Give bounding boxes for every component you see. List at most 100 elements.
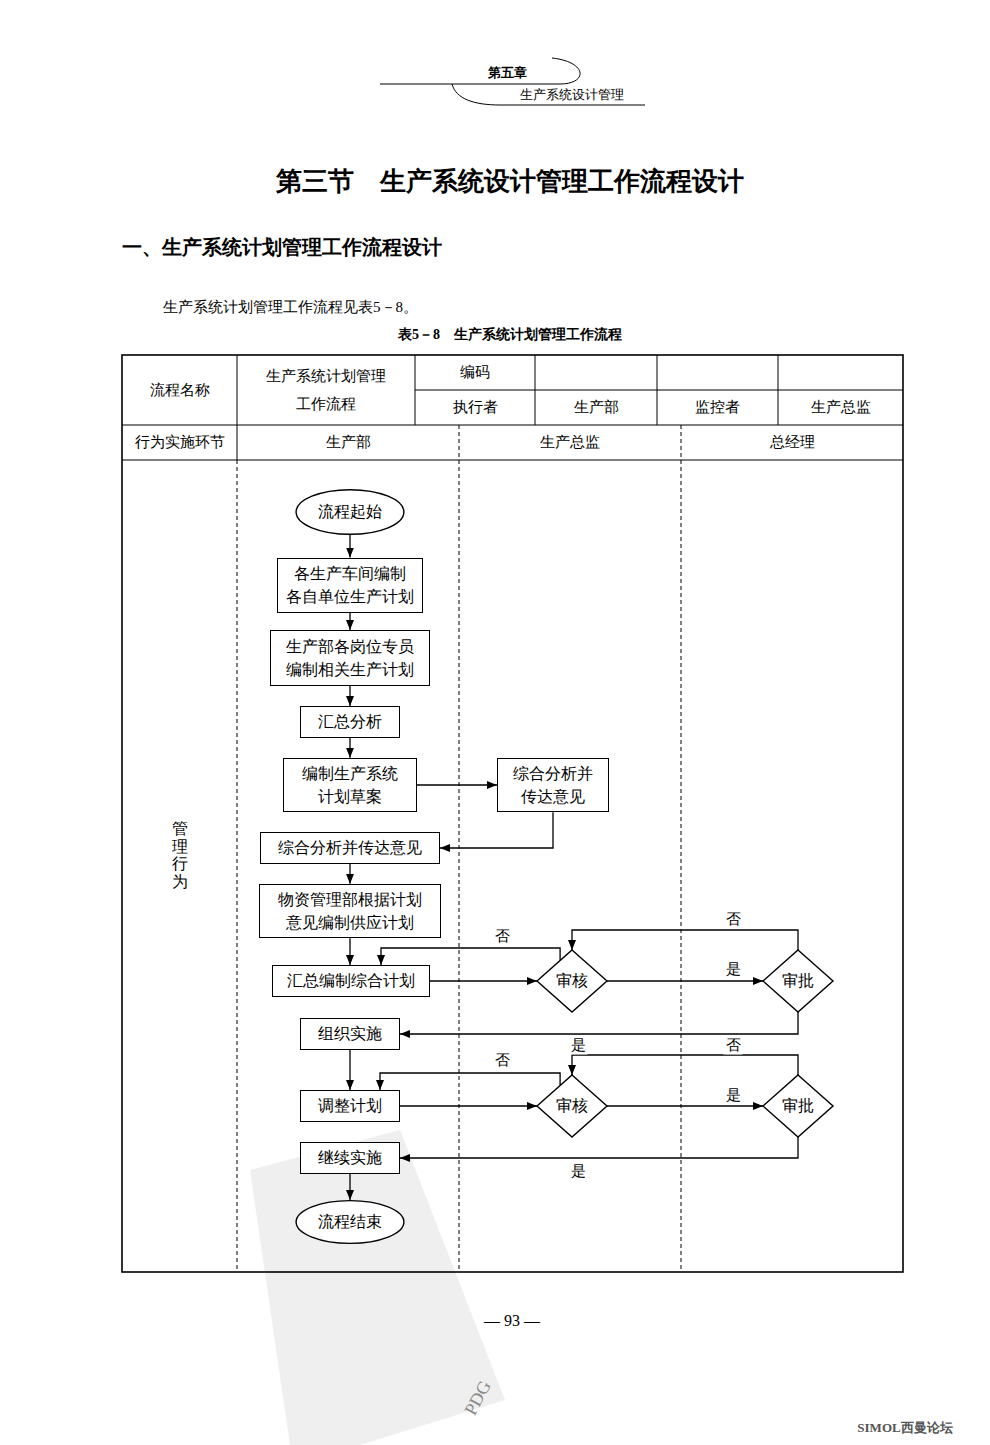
table-rule [237,355,238,460]
flow-arrow [440,812,553,848]
flow-arrow [349,938,350,965]
table-lines [122,355,903,1272]
header-curve [380,58,580,84]
node-text: 流程起始 [318,500,382,523]
decision-diamond: 审批 [763,1075,833,1137]
flow-arrow [349,1050,350,1090]
node-text: 汇总分析 [306,710,394,733]
lane-header: 总经理 [681,425,903,460]
watermark: PDG [460,1377,495,1419]
table-cell: 编码 [415,355,535,390]
lane-header: 生产总监 [459,425,681,460]
process-box: 继续实施 [300,1142,400,1174]
flow-arrow [607,1105,763,1106]
flow-arrow [349,738,350,758]
node-text: 各生产车间编制 各自单位生产计划 [283,562,417,608]
decision-diamond: 审核 [537,1075,607,1137]
chapter-name: 生产系统设计管理 [520,86,624,104]
node-text: 生产部各岗位专员 编制相关生产计划 [276,635,424,681]
table-cell: 流程名称 [122,355,237,425]
process-box: 综合分析并 传达意见 [497,758,609,812]
process-box: 组织实施 [300,1018,400,1050]
table-border [122,355,903,1272]
edge-label: 否 [724,910,743,929]
table-rule [778,355,779,425]
process-box: 生产部各岗位专员 编制相关生产计划 [270,630,430,686]
process-box: 综合分析并传达意见 [260,832,440,864]
table-rule [122,425,903,426]
chapter-label: 第五章 [488,64,527,82]
flow-arrow [349,1174,350,1200]
edge-label: 否 [493,1051,512,1070]
terminal-ellipse: 流程结束 [295,1200,405,1244]
flow-arrow [430,980,537,981]
process-box: 各生产车间编制 各自单位生产计划 [277,558,423,613]
lane-divider [681,425,682,1272]
edge-label: 否 [493,927,512,946]
flow-arrow [349,686,350,706]
table-rule [535,355,536,425]
process-box: 调整计划 [300,1090,400,1122]
node-text: 调整计划 [306,1094,394,1117]
subsection-heading: 一、生产系统计划管理工作流程设计 [122,234,442,261]
stamp-shape [250,1130,505,1445]
edge-label: 是 [569,1162,588,1181]
diamond-shape [763,950,833,1012]
decision-diamond: 审核 [537,950,607,1012]
ellipse-shape [296,490,404,535]
flow-arrow [417,784,497,785]
table-cell: 生产部 [535,390,657,425]
table-cell: 生产总监 [778,390,903,425]
row-header: 管理行为 [172,820,188,890]
edge-label: 否 [724,1036,743,1055]
node-text: 综合分析并 传达意见 [503,762,603,808]
node-text: 组织实施 [306,1022,394,1045]
terminal-ellipse: 流程起始 [295,489,405,535]
table-rule [415,355,416,425]
node-text: 审核 [556,1094,588,1117]
flow-arrow [381,948,560,965]
node-text: 继续实施 [306,1146,394,1169]
flow-arrow [400,1012,798,1034]
node-text: 综合分析并传达意见 [266,836,434,859]
body-text: 生产系统计划管理工作流程见表5－8。 [163,298,418,317]
flow-arrow [607,980,763,981]
process-box: 编制生产系统 计划草案 [283,758,417,812]
flow-arrow [400,1137,798,1158]
diamond-shape [763,1075,833,1137]
lane-header: 行为实施环节 [122,425,237,460]
lane-header: 生产部 [237,425,459,460]
process-box: 汇总分析 [300,706,400,738]
node-text: 汇总编制综合计划 [278,969,424,992]
flow-arrow [349,613,350,631]
table-cell: 监控者 [657,390,778,425]
node-text: 流程结束 [318,1210,382,1233]
decision-diamond: 审批 [763,950,833,1012]
header-decoration [380,58,645,105]
diamond-shape [537,1075,607,1137]
page-number: — 93 — [484,1312,540,1330]
flow-arrow [349,864,350,884]
edge-label: 是 [569,1036,588,1055]
table-rule [415,390,903,391]
process-box: 物资管理部根据计划 意见编制供应计划 [259,884,441,938]
table-rule [657,355,658,425]
section-title: 第三节 生产系统设计管理工作流程设计 [276,164,744,199]
process-box: 汇总编制综合计划 [272,965,430,997]
table-cell: 执行者 [415,390,535,425]
flow-arrow [572,1055,798,1075]
edge-label: 是 [724,1086,743,1105]
stamp-watermark [250,1130,505,1445]
diamond-shape [537,950,607,1012]
watermark: SIMOL西曼论坛 [857,1419,952,1437]
flow-arrow [349,535,350,558]
node-text: 审批 [782,969,814,992]
node-text: 审核 [556,969,588,992]
flow-arrow [400,1105,537,1106]
node-text: 编制生产系统 计划草案 [289,762,411,808]
table-rule [122,460,903,461]
lane-divider [237,460,238,1272]
flow-arrow [380,1073,560,1090]
